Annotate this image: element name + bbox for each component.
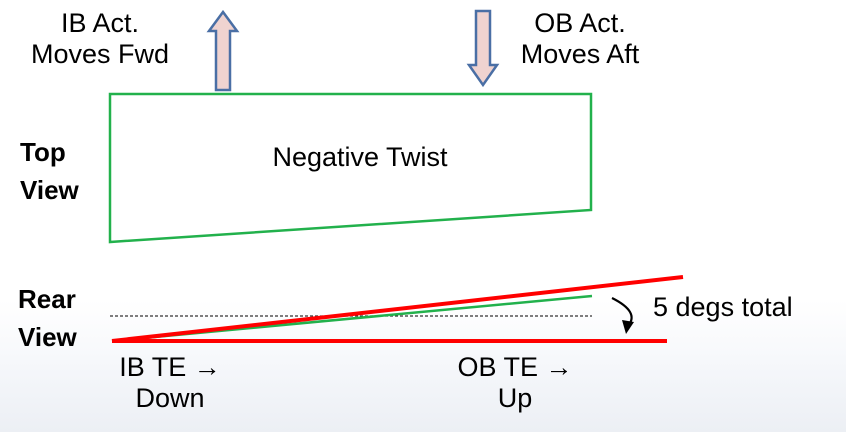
ob-actuator-label: OB Act. Moves Aft: [495, 8, 665, 70]
ib-te-label: IB TE → Down: [95, 352, 245, 414]
rear-view-label-line1: Rear: [18, 284, 76, 314]
angle-label: 5 degs total: [653, 292, 793, 322]
ob-actuator-label-line2: Moves Aft: [520, 39, 640, 69]
ib-actuator-label-line1: IB Act.: [60, 8, 140, 38]
ib-te-label-line2: Down: [135, 383, 205, 413]
ob-te-label-line2: Up: [497, 383, 533, 413]
top-view-label: Top View: [20, 133, 79, 209]
angle-arrowhead-icon: [622, 320, 634, 334]
rear-view-label-line2: View: [18, 322, 77, 352]
up-arrow-icon: [206, 9, 240, 92]
down-arrow-icon: [466, 9, 500, 88]
top-view-label-line1: Top: [20, 137, 66, 167]
ib-te-label-line1: IB TE →: [119, 352, 221, 382]
ib-actuator-label: IB Act. Moves Fwd: [0, 8, 200, 70]
ib-actuator-label-line2: Moves Fwd: [30, 39, 170, 69]
ob-te-label: OB TE → Up: [430, 352, 600, 414]
wing-planform-outline: [108, 92, 593, 244]
negative-twist-label: Negative Twist: [272, 142, 448, 172]
ob-actuator-label-line1: OB Act.: [534, 8, 626, 38]
rear-view-label: Rear View: [18, 280, 77, 356]
top-view-label-line2: View: [20, 175, 79, 205]
ob-te-label-line1: OB TE →: [457, 352, 573, 382]
upper-red-line: [111, 275, 684, 343]
